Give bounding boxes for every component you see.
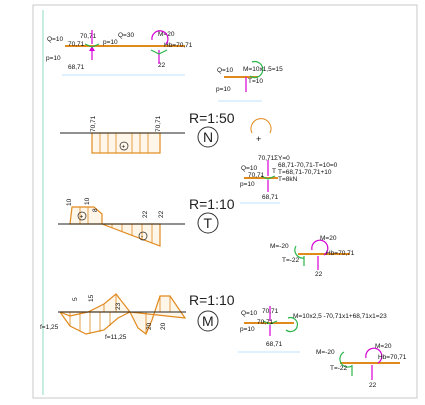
eq-q: Q=10: [241, 165, 257, 172]
n-sign: +: [122, 144, 126, 151]
aux1-group: M=10x1,5=15 T=10 Q=10 p=10: [216, 60, 283, 102]
m-label-circle: [197, 310, 219, 332]
t-val-5: 22: [158, 210, 165, 218]
aux1-mcalc: M=10x1,5=15: [243, 66, 283, 73]
m-lower-curve: [59, 311, 131, 335]
t-sign2-circle: [138, 231, 148, 241]
m-f2: f=11,25: [105, 334, 127, 341]
rotate-plus-icon: +: [256, 134, 261, 144]
n-label: N: [203, 129, 213, 145]
t-sign-circle: [77, 211, 87, 221]
top-beam-group: Q=10 p=10 70,71 70,71 Q=30 p=10 M=20 Hb=…: [46, 30, 193, 76]
t-sign: +: [80, 214, 84, 221]
m-node-group: M=-20 M=20 Hb=70,71 T=-22 22: [316, 343, 407, 389]
aux1-moment-icon: [249, 60, 264, 79]
m-node-m20: M=20: [375, 343, 392, 350]
m-node-hb: Hb=70,71: [378, 354, 407, 361]
m-node-m: M=-20: [316, 349, 335, 356]
n-area: [91, 132, 161, 154]
equilibrium-group: ΣY=0 68,71-70,71-T=10=0 T=68,71-70,71+10…: [240, 155, 338, 204]
eq-l1: 68,71-70,71-T=10=0: [278, 162, 338, 169]
eq-mb: 70,71: [248, 172, 265, 179]
t-val-4: 22: [142, 210, 149, 218]
eq-green-arrow: [260, 175, 276, 180]
m-calc-moment-icon: [285, 316, 298, 333]
n-val-left: 70,71: [90, 115, 97, 132]
top-m1-label: 70,71: [80, 33, 97, 40]
m-val-5: 20: [160, 322, 167, 330]
m-val-2: 15: [88, 294, 95, 302]
m-calc-p: p=10: [240, 326, 255, 333]
m-scale: R=1:10: [189, 292, 235, 308]
t-node-m: M=-20: [270, 243, 289, 250]
node-left-green-arrow: [84, 43, 100, 48]
eq-m: 70,71: [258, 155, 275, 162]
moment-arc-icon: [151, 30, 169, 45]
eq-l2: T=68,71-70,71+10: [278, 169, 332, 176]
t-node-group: M=-20 M=20 Hb=70,71 T=-22 22: [270, 235, 355, 278]
arrow-head: [89, 46, 95, 51]
eq-p: p=10: [240, 181, 255, 188]
eq-sy: ΣY=0: [274, 155, 290, 162]
rotate-hint-icon: [250, 118, 272, 134]
t-negative-area: [101, 223, 161, 247]
m-calc-q: Q=10: [241, 310, 257, 317]
t-node-hb: Hb=70,71: [326, 250, 355, 257]
m-node-v: 22: [369, 382, 377, 389]
top-q1-label: Q=10: [47, 36, 63, 43]
m-calc-v: 68,71: [266, 341, 283, 348]
m-node-moment-icon: [365, 347, 383, 364]
t-val-1: 10: [66, 198, 73, 206]
m-node-green-arc: [339, 351, 353, 368]
node-right-green-arrow: [150, 49, 168, 55]
n-val-right: 70,71: [155, 115, 162, 132]
t-node-t: T=-22: [282, 257, 300, 264]
t-val-3: 8: [92, 208, 99, 212]
top-v68-label: 68,71: [68, 64, 85, 71]
eq-t: T: [272, 168, 276, 175]
m-val-3: 23: [115, 302, 122, 310]
t-label-circle: [197, 212, 219, 234]
top-v22-label: 22: [158, 62, 166, 69]
t-node-moment-icon: [311, 239, 329, 256]
m-calc-green-arrow: [262, 320, 278, 325]
m-calc-m: 70,71: [262, 308, 279, 315]
top-m1b-label: 70,71: [68, 41, 85, 48]
n-label-circle: [197, 126, 219, 148]
n-sign-circle: [119, 141, 129, 151]
eq-v: 68,71: [262, 194, 279, 201]
m-node-t: T=-22: [330, 365, 348, 372]
t-val-2: 10: [84, 197, 91, 205]
m-val-1: 5: [72, 297, 79, 301]
m-right-area: [128, 295, 187, 335]
top-p2-label: p=10: [103, 39, 118, 46]
t-sign2: -: [141, 234, 143, 241]
t-node-v: 22: [315, 271, 323, 278]
shear-force-diagram: + - 10 10 8 22 22 R=1:10 T: [58, 196, 235, 247]
top-hb-label: Hb=70,71: [164, 42, 193, 49]
n-scale: R=1:50: [189, 110, 235, 126]
m-calc-expr: M=10x2,5 -70,71x1+68,71x1=23: [293, 313, 387, 320]
normal-force-diagram: + 70,71 70,71 R=1:50 N: [60, 110, 235, 154]
aux1-t10: T=10: [248, 78, 263, 85]
eq-l3: T=8kN: [278, 176, 298, 183]
moment-diagram: 5 15 23 20 20 f=1,25 f=11,25 R=1:10 M: [40, 292, 235, 341]
top-q2-label: Q=30: [118, 32, 134, 39]
aux1-p: p=10: [216, 86, 231, 93]
top-p1-label: p=10: [46, 55, 61, 62]
t-scale: R=1:10: [189, 196, 235, 212]
aux1-q: Q=10: [217, 67, 233, 74]
t-node-m20: M=20: [320, 235, 337, 242]
m-f1: f=1,25: [40, 324, 59, 331]
t-node-green-arc: [294, 245, 305, 259]
m-val-4: 20: [146, 322, 153, 330]
m-calc-group: M=10x2,5 -70,71x1+68,71x1=23 Q=10 p=10 7…: [238, 306, 387, 353]
m-calc-mb: 70,71: [257, 319, 274, 326]
sheet-frame: [32, 4, 418, 399]
m-label: M: [202, 313, 214, 329]
t-label: T: [204, 215, 213, 231]
